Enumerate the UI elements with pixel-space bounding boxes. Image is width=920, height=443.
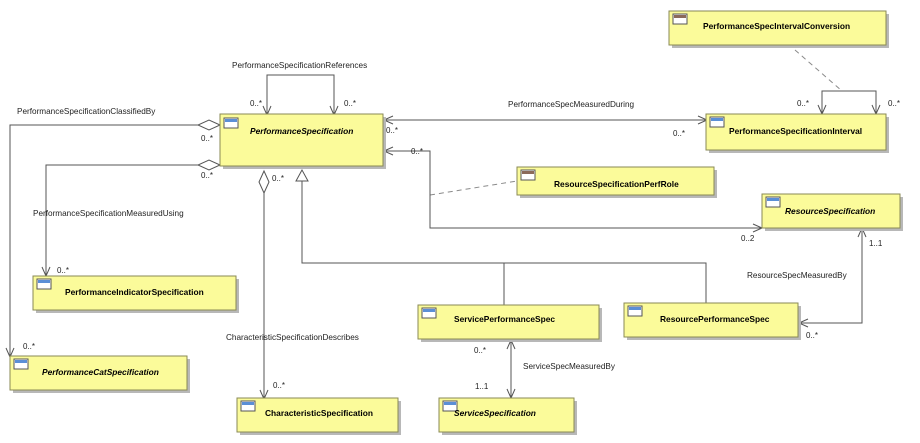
class-icon (13, 358, 29, 370)
classified-by-aggregation-diamond (196, 119, 222, 131)
service-spec-measured-by-mult-bottom: 1..1 (475, 382, 489, 391)
service-perf-generalization-edge (301, 181, 505, 305)
references-mult-left: 0..* (250, 99, 262, 108)
classified-by-mult-source: 0..* (201, 134, 213, 143)
measured-during-label: PerformanceSpecMeasuredDuring (508, 100, 635, 109)
resource-specification-name: ResourceSpecification (785, 206, 875, 216)
class-icon-header (767, 198, 779, 201)
measured-using-aggregation-diamond (196, 159, 222, 171)
interval-self-mult-left: 0..* (797, 99, 809, 108)
service-spec-measured-by-mult-top: 0..* (474, 346, 486, 355)
class-icon (240, 400, 256, 412)
edges (5, 49, 881, 401)
class-performance-cat-specification[interactable]: PerformanceCatSpecification (9, 355, 190, 393)
resource-specification-perf-role-name: ResourceSpecificationPerfRole (554, 179, 679, 189)
resource-specification-edge (384, 150, 762, 229)
class-performance-specification[interactable]: PerformanceSpecification (219, 113, 386, 169)
performance-specification-name: PerformanceSpecification (250, 126, 353, 136)
classified-by-label: PerformanceSpecificationClassifiedBy (17, 107, 156, 116)
class-service-specification[interactable]: ServiceSpecification (438, 397, 577, 435)
interval-self-edge (821, 90, 877, 114)
performance-cat-specification-name: PerformanceCatSpecification (42, 367, 159, 377)
references-mult-right: 0..* (344, 99, 356, 108)
characteristic-specification-name: CharacteristicSpecification (265, 408, 373, 418)
perf-role-dashed-link (429, 180, 518, 196)
class-icon (627, 305, 643, 317)
class-performance-indicator-specification[interactable]: PerformanceIndicatorSpecification (32, 275, 239, 313)
describes-label: CharacteristicSpecificationDescribes (226, 333, 359, 342)
measured-using-edge (45, 164, 198, 276)
resource-spec-measured-by-edge (799, 228, 863, 324)
describes-mult-source: 0..* (272, 174, 284, 183)
class-icon-header (423, 309, 435, 312)
class-resource-performance-spec[interactable]: ResourcePerformanceSpec (623, 302, 801, 340)
resource-spec-measured-by-label: ResourceSpecMeasuredBy (747, 271, 848, 280)
class-performance-specification-interval[interactable]: PerformanceSpecificationInterval (705, 113, 889, 153)
class-icon-header (444, 402, 456, 405)
class-icon-header (674, 15, 686, 18)
resource-spec-measured-by-mult-left: 0..* (806, 331, 818, 340)
classified-by-mult-target: 0..* (23, 342, 35, 351)
measured-during-mult-right: 0..* (673, 129, 685, 138)
service-spec-measured-by-label: ServiceSpecMeasuredBy (523, 362, 616, 371)
measured-using-mult-target: 0..* (57, 266, 69, 275)
resource-spec-measured-by-mult-top: 1..1 (869, 239, 883, 248)
class-performance-spec-interval-conversion[interactable]: PerformanceSpecIntervalConversion (668, 10, 889, 48)
class-icon (765, 196, 781, 208)
class-icon (672, 13, 688, 25)
class-resource-specification[interactable]: ResourceSpecification (761, 193, 903, 231)
class-icon-header (711, 118, 723, 121)
performance-indicator-specification-name: PerformanceIndicatorSpecification (65, 287, 204, 297)
describes-mult-target: 0..* (273, 381, 285, 390)
service-performance-spec-name: ServicePerformanceSpec (454, 314, 555, 324)
resource-perf-generalization-edge (504, 262, 707, 305)
class-icon-header (522, 171, 534, 174)
resource-specification-mult-target: 0..2 (741, 234, 755, 243)
class-icon-header (629, 307, 641, 310)
class-icon-header (15, 360, 27, 363)
generalization-triangle (295, 168, 309, 182)
edge-labels: PerformanceSpecificationReferences 0..* … (17, 61, 900, 391)
class-icon (442, 400, 458, 412)
interval-self-mult-right: 0..* (888, 99, 900, 108)
references-edge (266, 74, 335, 115)
class-icon (520, 169, 536, 181)
resource-specification-mult-source: 0..* (411, 147, 423, 156)
measured-during-mult-left: 0..* (386, 126, 398, 135)
class-characteristic-specification[interactable]: CharacteristicSpecification (236, 397, 401, 435)
measured-using-mult-source: 0..* (201, 171, 213, 180)
class-boxes: PerformanceSpecification PerformanceSpec… (9, 10, 903, 435)
performance-spec-interval-conversion-name: PerformanceSpecIntervalConversion (703, 21, 850, 31)
class-icon (223, 117, 239, 129)
class-icon (709, 116, 725, 128)
class-resource-specification-perf-role[interactable]: ResourceSpecificationPerfRole (516, 166, 717, 198)
class-icon-header (225, 119, 237, 122)
class-icon-header (242, 402, 254, 405)
class-icon-header (38, 280, 50, 283)
describes-aggregation-diamond (258, 169, 270, 195)
performance-specification-interval-name: PerformanceSpecificationInterval (729, 126, 862, 136)
measured-using-label: PerformanceSpecificationMeasuredUsing (33, 209, 184, 218)
interval-conversion-dashed-link (794, 49, 843, 92)
references-label: PerformanceSpecificationReferences (232, 61, 367, 70)
class-icon (36, 278, 52, 290)
classified-by-edge (9, 124, 198, 357)
resource-performance-spec-name: ResourcePerformanceSpec (660, 314, 770, 324)
class-icon (421, 307, 437, 319)
class-service-performance-spec[interactable]: ServicePerformanceSpec (417, 304, 602, 342)
service-specification-name: ServiceSpecification (454, 408, 536, 418)
